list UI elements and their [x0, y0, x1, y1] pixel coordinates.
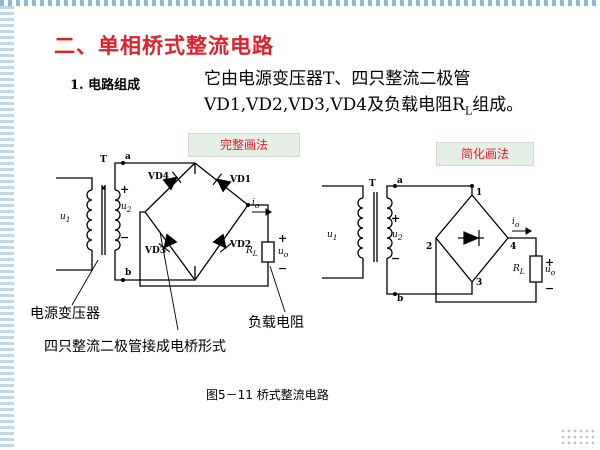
- node-b-label-2: b: [397, 294, 404, 304]
- u2-label-2: u2: [392, 230, 403, 242]
- transformer-annotation: 电源变压器: [30, 306, 100, 322]
- description-line-1: 它由电源变压器T、四只整流二极管: [204, 69, 471, 89]
- load-resistor-right: [529, 255, 543, 283]
- uo-plus: +: [278, 232, 288, 245]
- complete-circuit: [56, 162, 269, 287]
- corner-dots: [560, 428, 598, 448]
- vd1-label: VD1: [230, 175, 252, 185]
- simplified-circuit: [322, 185, 537, 303]
- uo-minus-2: −: [545, 282, 555, 295]
- slide-title: 二、单相桥式整流电路: [54, 34, 274, 58]
- u2-minus-2: −: [391, 252, 401, 265]
- load-annotation: 负载电阻: [248, 315, 304, 331]
- uo-plus-2: +: [545, 256, 555, 269]
- vd4-label: VD4: [148, 172, 170, 182]
- node-1-label: 1: [476, 188, 483, 198]
- u1-label-2: u1: [327, 230, 338, 242]
- node-2-label: 2: [426, 242, 433, 252]
- vd3-label: VD3: [145, 246, 167, 256]
- u2-plus: +: [120, 183, 130, 196]
- u2-plus-2: +: [391, 212, 401, 225]
- bridge-diodes: [158, 171, 484, 253]
- description: 它由电源变压器T、四只整流二极管 VD1,VD2,VD3,VD4及负载电阻RL组…: [204, 66, 594, 124]
- io-label-2: io: [512, 217, 520, 229]
- u2-minus: −: [120, 231, 130, 244]
- node-4-label: 4: [510, 242, 517, 252]
- complete-drawing-button[interactable]: 完整画法: [188, 133, 300, 157]
- simplified-drawing-button[interactable]: 简化画法: [436, 142, 534, 166]
- u2-label: u2: [121, 202, 132, 214]
- section-heading: 1. 电路组成: [70, 78, 141, 93]
- rl-label-2: RL: [513, 264, 525, 276]
- left-border: [0, 6, 14, 450]
- figure-caption: 图5－11 桥式整流电路: [206, 388, 329, 402]
- load-resistor-left: [261, 241, 275, 263]
- node-a-label: a: [125, 152, 131, 162]
- node-a-label-2: a: [397, 176, 403, 186]
- uo-label-2: uo: [545, 265, 556, 277]
- uo-minus: −: [278, 262, 288, 275]
- transformer-T-label-2: T: [369, 179, 376, 189]
- rl-label: RL: [246, 246, 258, 258]
- node-3-label: 3: [476, 278, 483, 288]
- vd2-label: VD2: [230, 240, 252, 250]
- description-line-2: VD1,VD2,VD3,VD4及负载电阻RL组成。: [204, 95, 524, 118]
- io-label: io: [252, 198, 260, 210]
- transformer-T-label: T: [100, 155, 107, 165]
- bridge-annotation: 四只整流二极管接成电桥形式: [44, 339, 226, 355]
- top-border: [0, 0, 600, 6]
- node-b-label: b: [125, 268, 132, 278]
- uo-label: uo: [278, 247, 289, 259]
- leader-lines: [71, 231, 286, 331]
- u1-label: u1: [60, 212, 71, 224]
